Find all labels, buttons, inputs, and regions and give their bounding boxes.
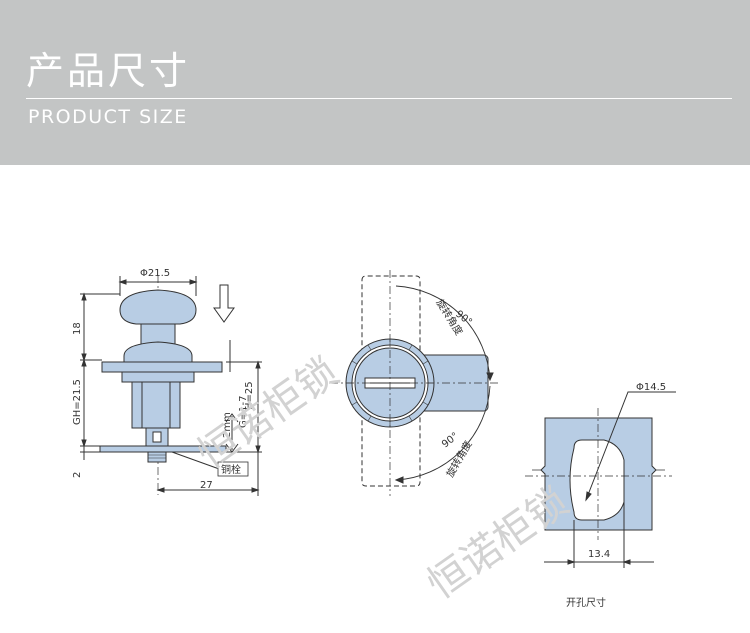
header-banner: 产品尺寸 PRODUCT SIZE [0, 0, 750, 165]
dim-gh: GH=21.5 [72, 379, 83, 425]
label-bolt: 铜栓 [221, 463, 241, 476]
watermark-2: 恒诺柜锁 [419, 479, 576, 608]
section-title: 产品尺寸 [26, 49, 191, 93]
dim-h: H=25 [244, 381, 255, 410]
cutout-width: 13.4 [588, 549, 610, 560]
dim-g: G=1-7 [238, 396, 249, 428]
dim-2mm: 2mm [222, 412, 233, 438]
title-divider [26, 98, 732, 99]
dim-top-height: 18 [72, 322, 83, 335]
technical-drawing: Φ21.5 18 GH=21.5 2 G=1-7 H=25 2mm 27 铜栓 … [72, 268, 676, 609]
angle-bottom: 90° [440, 431, 461, 451]
bolt-label-box [217, 461, 249, 477]
dim-bottom: 2 [72, 472, 83, 478]
dim-top-diameter: Φ21.5 [140, 268, 170, 279]
cutout-caption: 开孔尺寸 [566, 596, 606, 609]
cutout-diameter: Φ14.5 [636, 382, 666, 393]
front-view [330, 270, 500, 496]
section-subtitle: PRODUCT SIZE [28, 106, 188, 128]
dim-width: 27 [200, 480, 213, 491]
cutout-view [525, 391, 676, 568]
side-view [80, 275, 262, 496]
